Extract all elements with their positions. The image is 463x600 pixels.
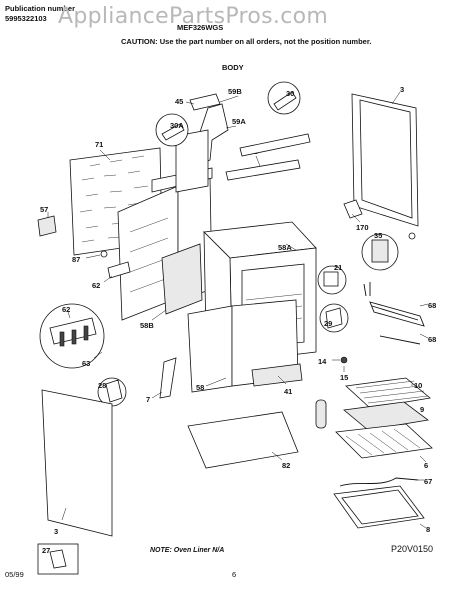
element-wire [379, 335, 421, 345]
screw-87 [100, 250, 108, 258]
side-panel-left [41, 389, 113, 537]
broil-pan [345, 377, 431, 409]
callout-62-circle: 62 [62, 305, 70, 314]
callout-67: 67 [424, 477, 432, 486]
page-number: 6 [232, 570, 237, 579]
rear-rail [239, 133, 311, 157]
callout-15: 15 [340, 373, 348, 382]
callout-45: 45 [175, 97, 183, 106]
callout-87: 87 [72, 255, 80, 264]
publication-label: Publication number [5, 4, 76, 13]
callout-57: 57 [40, 205, 48, 214]
top-duct [175, 93, 229, 193]
caution-note: CAUTION: Use the part number on all orde… [121, 37, 372, 46]
part-28 [105, 379, 123, 403]
callout-58b: 58B [140, 321, 154, 330]
diagram-code: P20V0150 [391, 544, 434, 554]
callout-10: 10 [414, 381, 422, 390]
publication-number: 5995322103 [5, 14, 47, 23]
wire-67 [339, 477, 419, 487]
callout-29: 29 [324, 319, 332, 328]
callout-21: 21 [334, 263, 342, 272]
broil-pan-tray [343, 401, 429, 431]
part-27 [49, 549, 67, 569]
oven-rack [335, 423, 433, 459]
terminal-block [49, 317, 97, 347]
callout-14: 14 [318, 357, 327, 366]
terminal-block-mount [107, 261, 131, 279]
clip-30a [161, 123, 185, 141]
lower-frame [187, 299, 303, 393]
callout-68-top: 68 [428, 301, 436, 310]
callout-6: 6 [424, 461, 428, 470]
callout-30a: 30A [170, 121, 184, 130]
door-hinge [159, 357, 177, 399]
callout-59a: 59A [232, 117, 246, 126]
footer-note: NOTE: Oven Liner N/A [150, 547, 225, 554]
callout-28: 28 [98, 381, 106, 390]
callout-3-bottom: 3 [54, 527, 58, 536]
part-29 [325, 307, 343, 329]
rear-bracket [37, 215, 57, 237]
insulation-58b [161, 243, 203, 315]
callout-62-panel: 62 [92, 281, 100, 290]
part-21 [323, 271, 339, 287]
callout-7: 7 [146, 395, 150, 404]
callout-82: 82 [282, 461, 290, 470]
bake-element [363, 282, 425, 327]
callout-30: 30 [286, 89, 294, 98]
footer-date: 05/99 [5, 570, 24, 579]
section-title: BODY [222, 63, 244, 72]
callout-58: 58 [196, 383, 204, 392]
clip-30 [273, 91, 297, 111]
bottom-panel [187, 411, 299, 469]
callout-68-bottom: 68 [428, 335, 436, 344]
part-14 [340, 356, 348, 364]
callout-9: 9 [420, 405, 424, 414]
leveling-leg [371, 239, 389, 263]
callout-59b: 59B [228, 87, 242, 96]
watermark: AppliancePartsPros.com [58, 4, 329, 29]
screw-170 [408, 232, 416, 240]
oven-bottom-tray-inner [341, 489, 419, 525]
callout-170: 170 [356, 223, 369, 232]
support-leg [315, 399, 327, 429]
model-number: MEF326WGS [177, 23, 224, 32]
callout-3-top: 3 [400, 85, 404, 94]
front-rail [225, 159, 301, 181]
part-170 [343, 199, 363, 219]
callout-58a: 58A [278, 243, 292, 252]
callout-35: 35 [374, 231, 382, 240]
callout-71: 71 [95, 140, 103, 149]
callout-41: 41 [284, 387, 292, 396]
callout-63: 63 [82, 359, 90, 368]
callout-8: 8 [426, 525, 430, 534]
side-panel-right [351, 93, 419, 227]
callout-27: 27 [42, 546, 50, 555]
